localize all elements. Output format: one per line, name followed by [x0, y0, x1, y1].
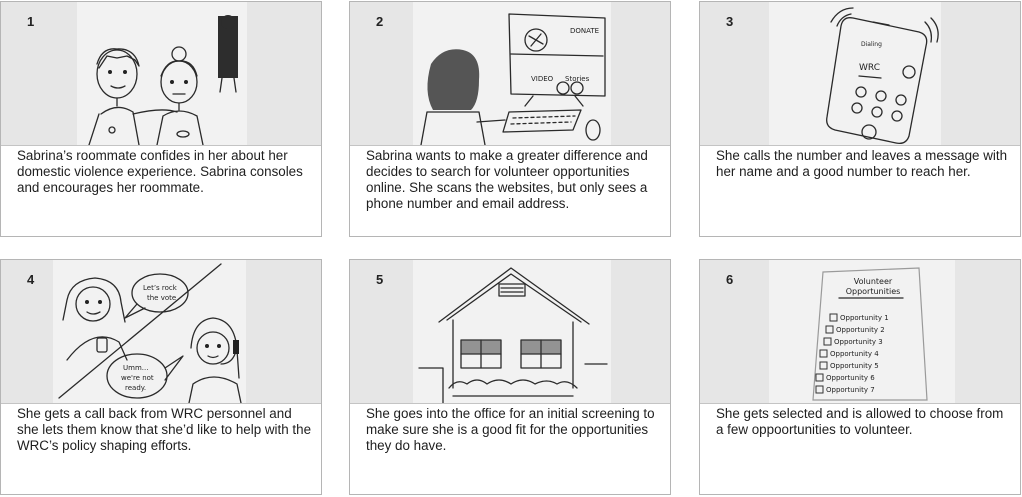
storyboard-panel-2: 2 DONATE VIDEO Stories Sabrina wants to … [349, 1, 671, 237]
phone-drawing: Dialing WRC [826, 7, 939, 144]
house-drawing [418, 267, 608, 403]
bubble2-line1: Umm... [123, 364, 148, 372]
panel-number: 1 [27, 14, 35, 29]
svg-text:Opportunity 5: Opportunity 5 [830, 362, 879, 370]
svg-text:Opportunity 1: Opportunity 1 [840, 314, 889, 322]
opportunity-item-6: Opportunity 6 [815, 373, 875, 382]
svg-text:Opportunity 4: Opportunity 4 [830, 350, 879, 358]
list-title-line1: Volunteer [854, 277, 893, 286]
opportunities-list-drawing: Volunteer Opportunities Opportunity 1 Op… [812, 267, 928, 401]
opportunity-item-5: Opportunity 5 [819, 361, 879, 370]
sketch-computer-search: DONATE VIDEO Stories [413, 2, 611, 145]
wrc-label: WRC [859, 63, 880, 73]
storyboard-panel-4: 4 Let’s rock the vote [0, 259, 322, 495]
svg-text:Opportunity 2: Opportunity 2 [836, 326, 885, 334]
stories-label: Stories [565, 75, 590, 83]
sketch-phone-call: Dialing WRC [769, 2, 941, 145]
panel-number: 2 [376, 14, 384, 29]
bubble1-line2: the vote [147, 294, 176, 302]
videos-label: VIDEO [531, 75, 554, 83]
sketch-roommates [77, 2, 247, 145]
panel-caption: Sabrina wants to make a greater differen… [366, 148, 648, 211]
storyboard-panel-5: 5 She goes into the office for an initia… [349, 259, 671, 495]
panel-caption: She goes into the office for an initial … [366, 406, 655, 453]
roommates-drawing [88, 15, 238, 145]
svg-text:Dialing: Dialing [861, 41, 882, 48]
svg-text:Opportunity 3: Opportunity 3 [834, 338, 883, 346]
sketch-callback: Let’s rock the vote Umm... we're not rea… [53, 260, 246, 403]
storyboard-panel-1: 1 Sabrina’s roommate confides in her abo… [0, 1, 322, 237]
svg-text:Opportunity 6: Opportunity 6 [826, 374, 875, 382]
opportunity-item-7: Opportunity 7 [815, 385, 875, 394]
panel-caption: She gets selected and is allowed to choo… [716, 406, 1004, 437]
sketch-office-house [413, 260, 611, 403]
panel-number: 5 [376, 272, 384, 287]
opportunity-item-2: Opportunity 2 [825, 325, 885, 334]
panel-caption: She calls the number and leaves a messag… [716, 148, 1008, 179]
sketch-opportunities-list: Volunteer Opportunities Opportunity 1 Op… [769, 260, 955, 403]
storyboard-panel-6: 6 Volunteer Opportunities Opportunity 1 … [699, 259, 1021, 495]
panel-caption: She gets a call back from WRC personnel … [17, 406, 312, 453]
donate-label: DONATE [570, 27, 599, 35]
computer-drawing: DONATE VIDEO Stories [420, 13, 606, 145]
panel-number: 4 [27, 272, 35, 287]
callback-drawing: Let’s rock the vote Umm... we're not rea… [58, 263, 242, 403]
opportunity-item-3: Opportunity 3 [823, 337, 883, 346]
panel-number: 3 [726, 14, 734, 29]
storyboard-panel-3: 3 Dialing WRC She calls the number and l… [699, 1, 1021, 237]
bubble2-line3: ready. [125, 384, 146, 392]
svg-text:Opportunity 7: Opportunity 7 [826, 386, 875, 394]
list-title-line2: Opportunities [846, 287, 901, 296]
bubble1-line1: Let’s rock [143, 284, 178, 292]
opportunity-item-1: Opportunity 1 [829, 313, 889, 322]
bubble2-line2: we're not [121, 374, 154, 382]
panel-number: 6 [726, 272, 734, 287]
opportunity-item-4: Opportunity 4 [819, 349, 879, 358]
panel-caption: Sabrina’s roommate confides in her about… [17, 148, 303, 195]
